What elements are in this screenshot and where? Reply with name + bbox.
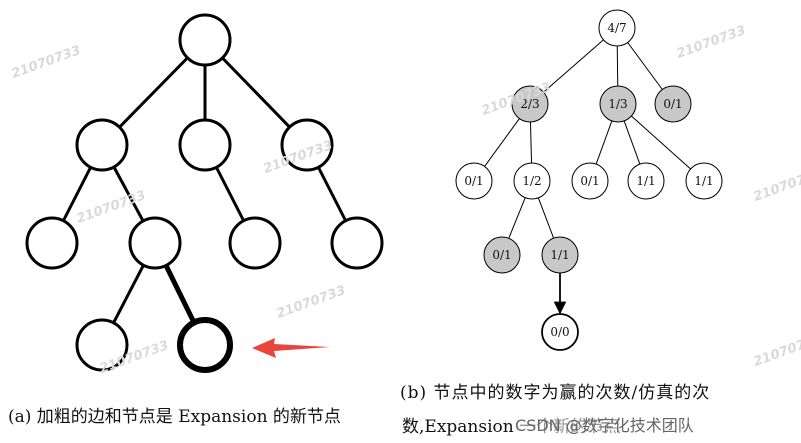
tree-a-node: [25, 216, 79, 270]
tree-b-node-label: 0/1: [464, 174, 483, 188]
tree-b-edges: [484, 39, 691, 315]
tree-b-node-label: 0/0: [550, 325, 569, 339]
tree-b-node: 1/1: [541, 236, 579, 274]
tree-b-edge: [484, 118, 520, 167]
tree-a-node: [228, 216, 282, 270]
tree-a-node: [330, 216, 384, 270]
red-arrow-icon: [252, 338, 330, 358]
tree-b-node-label: 1/1: [636, 174, 655, 188]
tree-b-node-label: 4/7: [607, 21, 626, 35]
tree-a-new-node: [177, 317, 233, 373]
tree-b-edge: [623, 120, 641, 165]
tree-b-node: 0/1: [654, 85, 692, 123]
tree-b-nodes: 4/7 2/3 1/3 0/1 0/1 1/2 0/1 1/1 1/1 0/1 1/1 0/0: [455, 9, 723, 351]
tree-a-node: [75, 118, 129, 172]
tree-b-node: 0/1: [571, 162, 609, 200]
tree-b-node: 0/1: [455, 162, 493, 200]
tree-a-node: [178, 118, 232, 172]
tree-b-node-label: 1/3: [608, 97, 627, 111]
tree-b-edge: [616, 45, 619, 87]
tree-b-node: 0/1: [483, 236, 521, 274]
tree-b-node-label: 1/1: [694, 174, 713, 188]
tree-b-node: 2/3: [511, 85, 549, 123]
tree-a-node: [178, 13, 232, 67]
tree-b-node: 1/1: [685, 162, 723, 200]
tree-b-node: 1/1: [627, 162, 665, 200]
tree-b-node-label: 0/1: [580, 174, 599, 188]
tree-b-edge: [631, 115, 691, 170]
tree-b-node-label: 0/1: [663, 97, 682, 111]
tree-b-node-label: 1/2: [522, 174, 541, 188]
tree-a-nodes: [25, 13, 384, 373]
tree-b-new-node: 0/0: [541, 313, 579, 351]
tree-a-node: [75, 318, 129, 372]
caption-a: (a) 加粗的边和节点是 Expansion 的新节点: [8, 407, 341, 427]
tree-b-edge: [627, 42, 663, 90]
tree-b-node-label: 2/3: [520, 97, 539, 111]
tree-b-edge: [508, 197, 526, 239]
tree-b-edge: [543, 39, 604, 93]
tree-b-node: 1/2: [513, 162, 551, 200]
tree-b-node-label: 1/1: [550, 248, 569, 262]
tree-b-node-label: 0/1: [492, 248, 511, 262]
tree-b-edge: [529, 121, 533, 164]
caption-b-line1: (b) 节点中的数字为赢的次数/仿真的次: [400, 383, 711, 403]
tree-b-edge: [537, 197, 555, 239]
tree-b-node: 1/3: [599, 85, 637, 123]
tree-b-node: 4/7: [598, 9, 636, 47]
tree-a-node: [280, 118, 334, 172]
tree-a-node: [128, 216, 182, 270]
tree-b-edge: [595, 120, 613, 165]
credit-text: CSDN @数字化技术团队: [515, 412, 694, 436]
